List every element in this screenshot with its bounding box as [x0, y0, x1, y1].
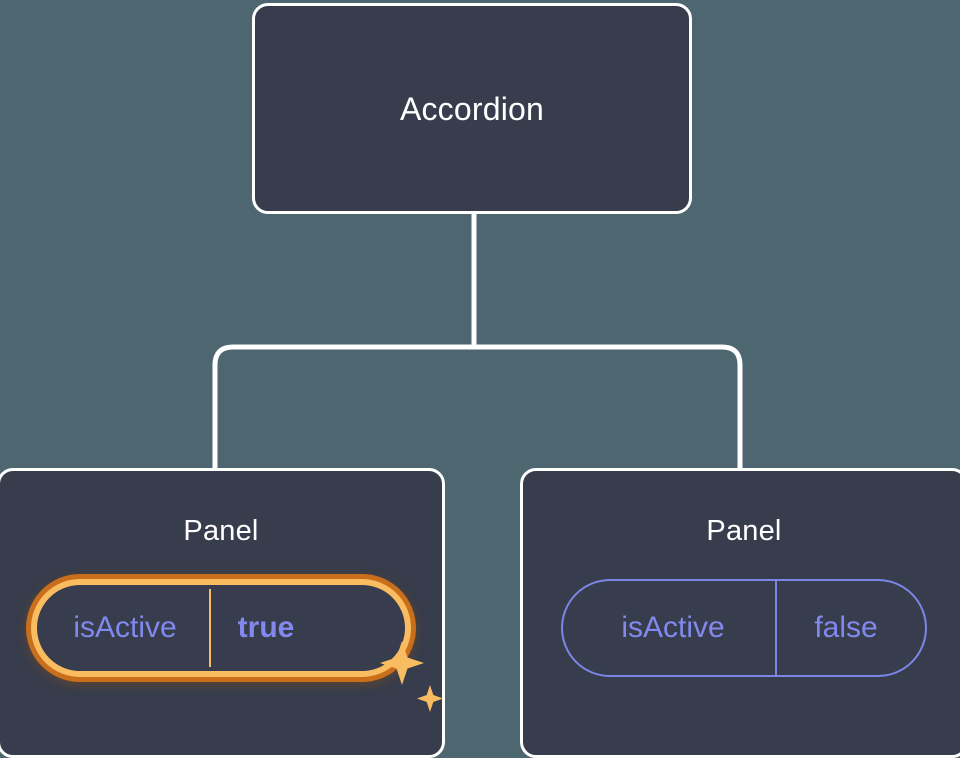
prop-pill-wrap-inactive: isActive false	[523, 579, 960, 677]
prop-key-label: isActive	[73, 611, 177, 644]
prop-key-label: isActive	[621, 611, 725, 644]
prop-value-label: false	[814, 611, 878, 644]
component-tree-canvas: Accordion Panel isActive true Panel isAc…	[0, 3, 960, 758]
node-title-panel-active: Panel	[183, 515, 259, 547]
node-panel-active[interactable]: Panel isActive true	[0, 468, 445, 758]
prop-pill-isactive-true[interactable]: isActive true	[31, 579, 411, 677]
connector-branch-bus	[212, 344, 743, 470]
node-panel-inactive[interactable]: Panel isActive false	[520, 468, 960, 758]
node-accordion[interactable]: Accordion	[252, 3, 692, 214]
node-title-panel-inactive: Panel	[706, 515, 782, 547]
node-title-accordion: Accordion	[399, 90, 545, 127]
prop-value-label: true	[237, 611, 295, 644]
prop-pill-wrap-active: isActive true	[0, 579, 443, 712]
prop-pill-divider	[209, 589, 211, 667]
prop-pill-isactive-false[interactable]: isActive false	[561, 579, 927, 677]
prop-pill-divider	[775, 581, 777, 675]
sparkle-small-icon	[417, 685, 443, 712]
